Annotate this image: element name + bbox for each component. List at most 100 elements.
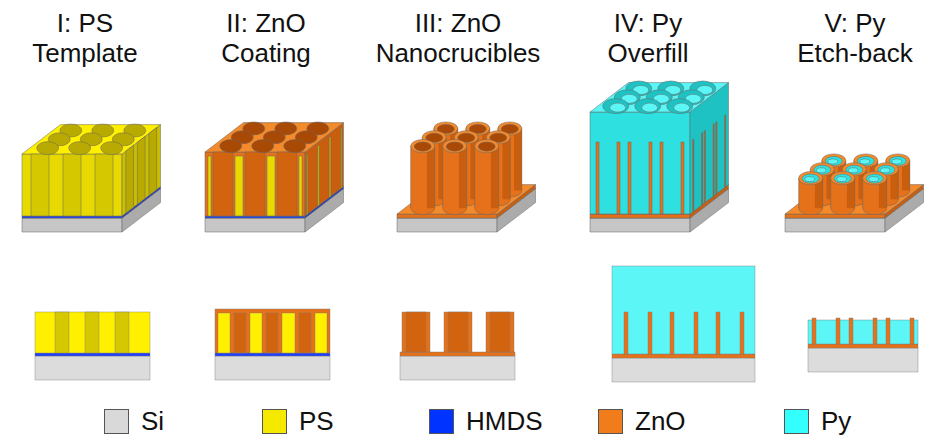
tube-wall-section	[648, 312, 652, 354]
py-cap	[805, 177, 815, 182]
tube-edge	[442, 146, 443, 208]
legend-swatch	[429, 409, 454, 434]
legend-label: Si	[141, 406, 164, 436]
substrate-front	[590, 218, 690, 232]
pore	[69, 142, 91, 155]
substrate-front	[22, 218, 122, 232]
stage-title: III: ZnO Nanocrucibles	[363, 8, 553, 68]
py-cap	[828, 159, 838, 164]
dimple-floor	[674, 103, 690, 112]
ps-remnant	[307, 154, 308, 215]
ps-template-front	[22, 154, 122, 216]
substrate-section	[808, 348, 918, 372]
dimple-floor	[610, 103, 626, 112]
legend-label: PS	[299, 406, 334, 436]
py-cap	[892, 159, 902, 164]
tube-rim	[863, 172, 887, 185]
legend-label: HMDS	[466, 406, 543, 436]
tube-section	[402, 312, 430, 352]
tube-edge	[862, 178, 863, 208]
tube-wall-section	[873, 318, 877, 344]
substrate-front	[205, 218, 305, 232]
hmds-layer-front	[22, 216, 122, 218]
tube-wall-section	[886, 318, 890, 344]
py-cap	[880, 168, 890, 173]
tube-inside	[478, 142, 495, 151]
pore-cut	[137, 136, 145, 204]
py-cap	[848, 168, 858, 173]
tube-shade	[514, 128, 522, 190]
substrate-section	[400, 356, 515, 380]
tube-wall	[713, 124, 714, 197]
hmds-layer-front	[205, 216, 305, 218]
zno-section	[215, 309, 330, 353]
tube-wall-section	[670, 312, 674, 354]
pore	[252, 140, 274, 153]
ps-section	[282, 313, 295, 353]
tube-wall-section	[849, 318, 853, 344]
tube-inside	[802, 174, 819, 183]
tube-wall	[596, 142, 599, 214]
pore-cut	[63, 154, 81, 216]
tube-inside	[866, 174, 883, 183]
py-cap	[837, 177, 847, 182]
tube-wall	[702, 132, 703, 205]
pore-cut	[95, 154, 113, 216]
tube-inside	[414, 142, 431, 151]
tube-edge	[466, 146, 467, 208]
tube-edge	[521, 128, 522, 190]
tube-edge	[830, 178, 831, 208]
tube-inside-section	[406, 312, 426, 352]
tube-edge	[410, 146, 411, 208]
pore-cut	[245, 152, 265, 216]
ps-remnant	[341, 128, 342, 189]
dimple	[635, 99, 661, 114]
tube-wall-section	[910, 318, 914, 344]
tube-edge	[510, 137, 511, 199]
ps-remnant	[235, 156, 243, 216]
zno-base-front	[590, 214, 690, 218]
ps-remnant	[318, 145, 320, 206]
stage-title: II: ZnO Coating	[201, 8, 331, 68]
ps-section	[35, 312, 150, 353]
pore-cut	[31, 154, 49, 216]
pore	[284, 140, 306, 153]
stage-two-block	[205, 122, 344, 232]
zno-base-front	[785, 214, 885, 218]
tube-rim	[411, 140, 435, 153]
tube-inside-section	[448, 312, 468, 352]
pore-section	[85, 312, 99, 353]
pore	[37, 142, 59, 155]
stage-one-block	[22, 124, 161, 232]
zno-coating-top	[205, 123, 344, 152]
legend-swatch	[598, 409, 623, 434]
pore-section	[234, 313, 246, 353]
pore	[101, 142, 123, 155]
ps-remnant	[208, 156, 211, 216]
tube-wall	[628, 142, 631, 214]
tube-rim	[799, 172, 823, 185]
tube-wall-section	[812, 318, 816, 344]
stage-title: V: Py Etch-back	[794, 8, 916, 68]
tube-wall	[716, 121, 717, 194]
tube-edge	[898, 169, 899, 199]
hmds-section	[35, 353, 150, 356]
py-cap	[860, 159, 870, 164]
ps-remnant	[329, 136, 331, 197]
ps-remnant	[267, 156, 275, 216]
py-cap	[869, 177, 879, 182]
zno-base-front	[397, 214, 497, 218]
substrate-section	[612, 358, 755, 382]
legend-swatch	[104, 409, 129, 434]
tube-edge	[886, 178, 887, 208]
legend-swatch	[784, 409, 809, 434]
ps-section	[315, 313, 327, 353]
tube-edge	[474, 146, 475, 208]
ps-remnant	[299, 156, 302, 216]
ps-section	[218, 313, 230, 353]
tube-inside	[834, 174, 851, 183]
block-views	[22, 81, 924, 232]
tube-wall	[660, 142, 663, 214]
tube-wall	[649, 142, 652, 214]
